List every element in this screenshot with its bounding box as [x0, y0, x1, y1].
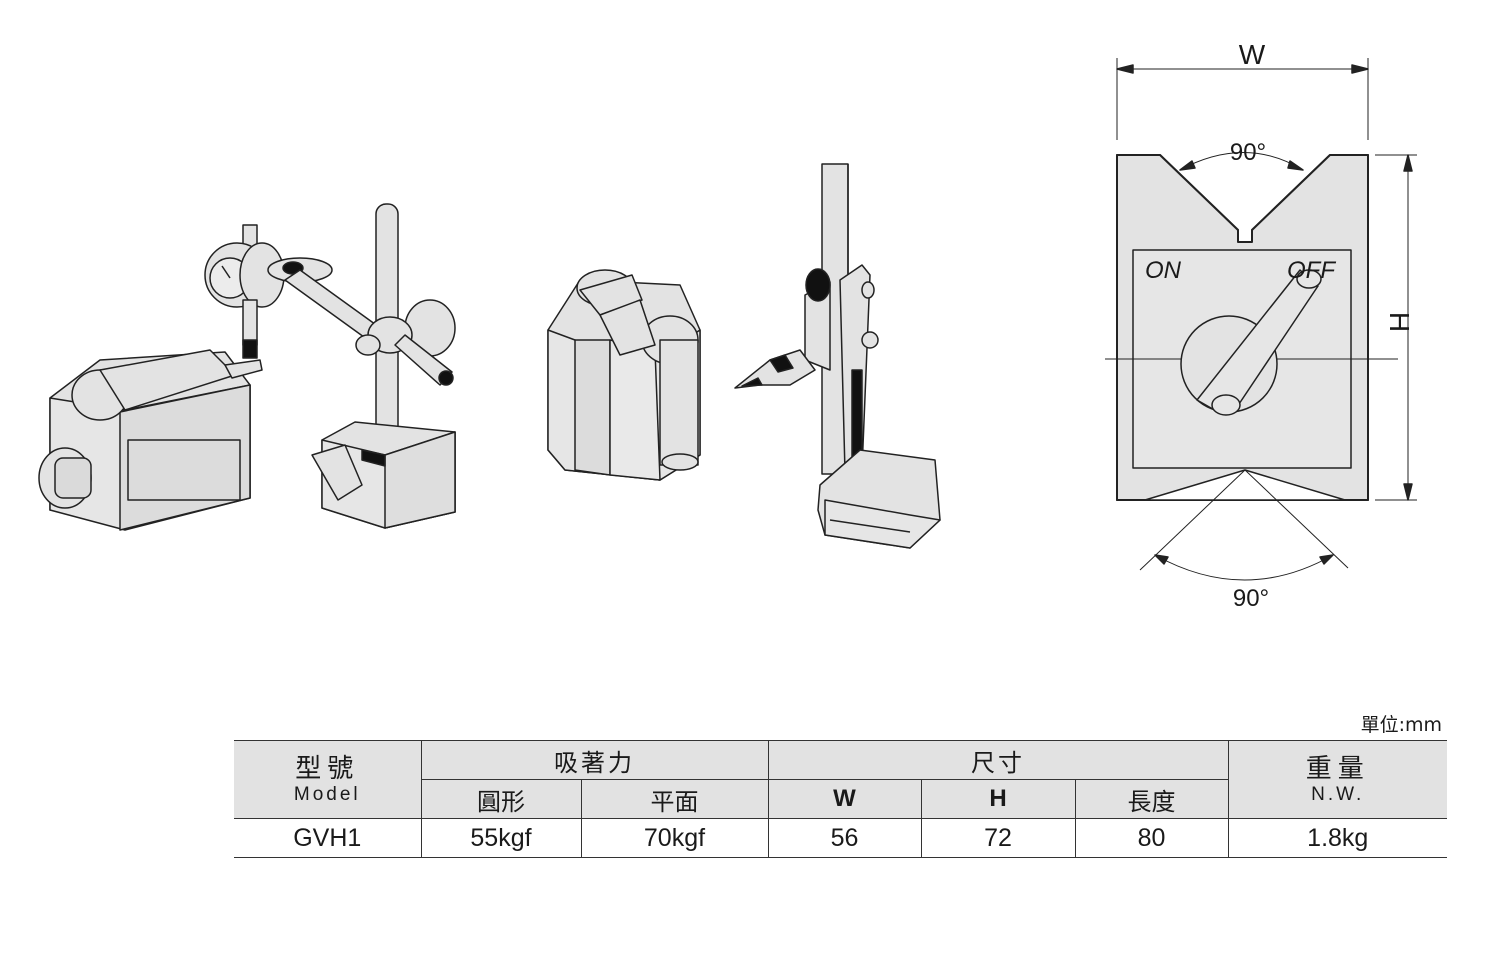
table-header-row-1: 型號 Model 吸著力 尺寸 重量 N.W.: [234, 740, 1448, 819]
size-length-header: 長度: [1074, 779, 1229, 819]
cell-force-flat: 70kgf: [580, 818, 769, 858]
height-dimension-label: H: [1384, 312, 1415, 332]
cell-model: GVH1: [234, 818, 422, 858]
weight-header-cn: 重量: [1305, 753, 1370, 784]
top-angle-label: 90°: [1230, 139, 1266, 166]
size-w-header: W: [767, 779, 922, 819]
width-dimension-label: W: [1239, 39, 1266, 70]
force-header: 吸著力: [420, 740, 769, 780]
product-illustrations: W H 90° 90° ON OFF: [38, 39, 1417, 612]
model-header-cn: 型號: [295, 753, 360, 784]
cell-length: 80: [1074, 818, 1229, 858]
table-header-row-2: 圓形 平面 W H 長度: [234, 779, 1447, 819]
size-header: 尺寸: [767, 740, 1229, 780]
model-header-en: Model: [293, 783, 361, 805]
size-h-header: H: [920, 779, 1076, 819]
cell-h: 72: [920, 818, 1076, 858]
spec-table: 型號 Model 吸著力 尺寸 重量 N.W. 圓形 平面 W H 長度 GVH…: [234, 740, 1448, 858]
on-label: ON: [1145, 257, 1182, 284]
unit-note: 單位:mm: [1360, 714, 1442, 736]
height-gauge-stand-illustration: [734, 163, 941, 549]
cell-weight: 1.8kg: [1227, 818, 1448, 858]
table-row: GVH1 55kgf 70kgf 56 72 80 1.8kg: [234, 818, 1448, 858]
weight-header: 重量 N.W.: [1227, 740, 1448, 819]
technical-drawing: [1105, 58, 1417, 581]
force-round-header: 圓形: [420, 779, 582, 819]
bottom-angle-label: 90°: [1233, 585, 1269, 612]
cell-w: 56: [767, 818, 922, 858]
off-label: OFF: [1287, 257, 1336, 284]
cell-force-round: 55kgf: [420, 818, 582, 858]
weight-header-en: N.W.: [1311, 783, 1365, 805]
model-header: 型號 Model: [234, 740, 422, 819]
force-flat-header: 平面: [580, 779, 769, 819]
v-block-with-dial-indicator-illustration: [38, 203, 456, 531]
v-block-illustration: [547, 269, 701, 481]
